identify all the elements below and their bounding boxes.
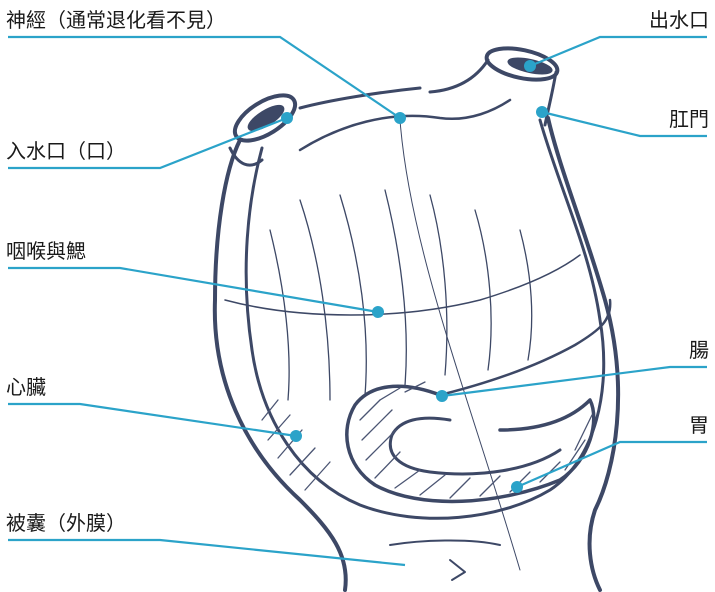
heart-hatching [261,399,331,491]
leader-dots [281,60,548,493]
gut-inner [388,416,562,476]
body-inner-outline [244,118,606,520]
base-lines [389,539,501,581]
label-anus: 肛門 [669,107,709,131]
leader-stomach [516,440,707,489]
dot-nerve [394,112,406,124]
label-nerve: 神經（通常退化看不見） [6,8,226,32]
leader-heart [8,402,297,438]
leader-inlet [8,116,288,170]
dot-stomach [511,481,523,493]
label-tunic: 被囊（外膜） [6,511,126,535]
leader-lines [8,35,707,567]
dot-outlet [524,60,536,72]
pharynx-band [224,254,581,316]
label-inlet: 入水口（口） [6,139,126,163]
inlet-neck [228,86,422,167]
tunic-outline-right [546,116,621,592]
label-intestine: 腸 [689,338,709,362]
tunic-outline [212,138,348,592]
gut-outer [345,384,596,504]
dot-heart [290,430,302,442]
dot-intestine [436,390,448,402]
leader-pharynx [8,266,379,314]
label-pharynx: 咽喉與鰓 [6,239,86,263]
upper-ridge [298,98,512,152]
leader-intestine [441,365,707,398]
intestine-tube [438,298,612,397]
gut-hatching [359,381,593,499]
leader-outlet [529,35,707,68]
leader-anus [541,110,707,138]
inlet-siphon [232,93,298,143]
outlet-neck [428,58,558,127]
dot-inlet [281,112,293,124]
dot-pharynx [372,306,384,318]
leader-nerve [8,35,401,119]
label-outlet: 出水口 [649,8,709,32]
label-stomach: 胃 [689,413,709,437]
leader-tunic [8,538,406,567]
label-heart: 心臟 [6,375,46,399]
dot-anus [536,106,548,118]
